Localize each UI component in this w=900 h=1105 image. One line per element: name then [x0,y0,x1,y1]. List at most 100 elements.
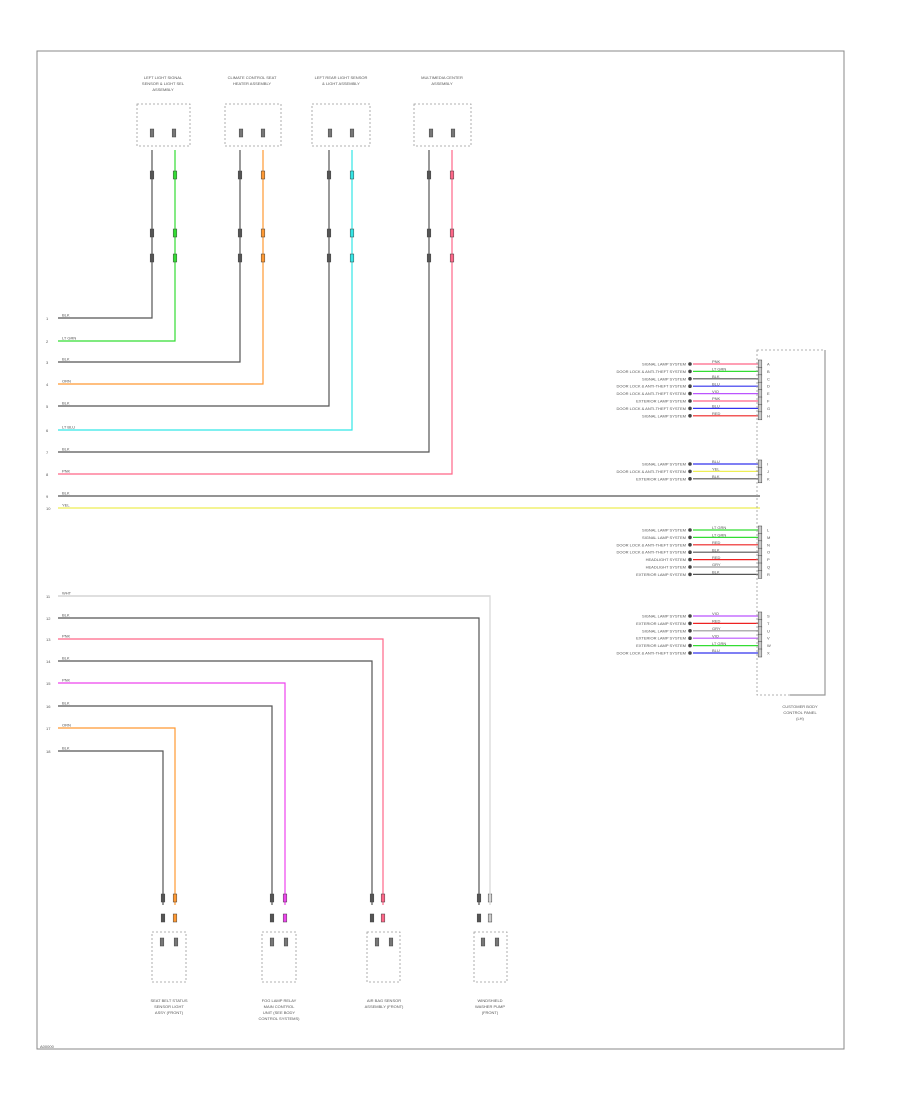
lower-wire [58,660,373,905]
right-wire-description: DOOR LOCK & ANTI-THEFT SYSTEM [617,406,687,411]
wire-connector-pin [380,893,386,903]
right-pin-number: Q [767,565,770,570]
upper-wire-label: BLK [62,357,70,362]
right-connector-outline [790,350,826,696]
right-pin-number: R [767,572,770,577]
right-wire-color: VIO [712,633,719,638]
right-pin-number: E [767,391,770,396]
right-pin-number: X [767,651,770,656]
upper-wire-label: LT BLU [62,425,75,430]
lower-wire-label: PNK [62,678,71,683]
bottom-connector-title: UNIT (SEE BODY [263,1010,295,1015]
wire-connector-pin [260,253,266,263]
right-terminal-dot [688,535,692,540]
lower-wire [58,638,384,905]
bottom-connector-title: WINDSHIELD [477,998,502,1003]
bottom-connector-box [366,931,401,983]
right-connector-cavity [757,459,763,469]
wire-connector-pin [449,170,455,180]
right-wire-description: SIGNAL LAMP SYSTEM [642,462,686,467]
right-pin-number: C [767,376,770,381]
bottom-connector-title: (FRONT) [482,1010,499,1015]
upper-wire-label: PNK [62,469,71,474]
wires-layer [58,103,826,983]
long-wire-label: BLK [62,491,70,496]
bottom-connector-title: SEAT BELT STATUS [150,998,187,1003]
right-wire-description: SIGNAL LAMP SYSTEM [642,413,686,418]
right-wire-description: SIGNAL LAMP SYSTEM [642,614,686,619]
right-terminal-dot [688,477,692,481]
wire-connector-pin [160,893,166,903]
wire-connector-pin [380,913,386,923]
right-wire-color: GRY [712,626,721,631]
wire-connector-pin [426,228,432,238]
right-terminal-dot [688,362,692,366]
right-terminal-dot [688,369,692,374]
right-wire-color: BLK [712,474,720,479]
left-pin-number: 4 [46,382,49,387]
wire-connector-pin [326,170,332,180]
lower-wire [58,682,286,905]
lower-wire-label: ORN [62,723,71,728]
left-pin-number: 15 [46,681,51,686]
connector-terminal [171,128,177,138]
right-connector-cavity [757,374,763,384]
upper-wire-label: BLK [62,401,70,406]
upper-wire [58,150,330,407]
right-wire-color: LT GRN [712,525,726,530]
right-terminal-dot [688,621,692,626]
right-connector-cavity [757,404,763,413]
right-pin-number: K [767,476,770,481]
right-wire-color: BLU [712,381,720,386]
bottom-connector-title: WASHER PUMP [475,1004,505,1009]
wire-connector-pin [149,228,155,238]
left-pin-number: 8 [46,472,49,477]
right-connector-cavity [757,611,763,621]
left-pin-number: 5 [46,404,49,409]
connector-terminal [327,128,333,138]
right-pin-number: S [767,614,770,619]
right-terminal-dot [688,572,692,577]
top-connector-title: ASSEMBLY [431,81,453,86]
right-connector-cavity [757,474,763,484]
right-connector-cavity [757,359,763,369]
right-wire-color: RED [712,411,721,416]
right-pin-number: F [767,399,770,404]
bottom-connector-title: MAIN CONTROL [264,1004,295,1009]
wire-connector-pin [426,253,432,263]
right-wire-description: SIGNAL LAMP SYSTEM [642,362,686,367]
right-connector-cavity [757,411,763,421]
connector-terminal [149,128,155,138]
lower-wire-label: BLK [62,656,70,661]
right-wire-color: LT GRN [712,641,726,646]
lower-wire-label: PNK [62,634,71,639]
right-pin-number: G [767,406,770,411]
right-wire-color: RED [712,619,721,624]
right-terminal-dot [688,543,692,547]
right-connector-cavity [757,467,763,476]
connector-terminal [283,937,289,947]
top-connector-title: MULTIMEDIA CENTER [421,75,463,80]
right-terminal-dot [688,636,692,640]
wire-connector-pin [282,913,288,923]
top-connector-box [136,103,191,147]
connector-terminal [480,937,486,947]
right-component-title: CUSTOMER BODY [782,704,818,709]
right-wire-color: VIO [712,389,719,394]
right-pin-number: L [767,528,770,533]
wire-connector-pin [282,893,288,903]
connector-terminal [260,128,266,138]
right-wire-description: DOOR LOCK & ANTI-THEFT SYSTEM [617,542,687,547]
wire-connector-pin [172,913,178,923]
upper-wire-label: ORN [62,379,71,384]
connector-terminal [159,937,165,947]
right-terminal-dot [688,469,692,474]
footer-code: A00000 [40,1044,55,1049]
wire-connector-pin [260,170,266,180]
right-wire-description: EXTERIOR LAMP SYSTEM [636,621,686,626]
lower-wire [58,750,164,905]
right-connector-cavity [757,648,763,658]
top-connector-title: LEFT LIGHT SIGNAL [144,75,183,80]
right-connector-cavity [757,533,763,542]
